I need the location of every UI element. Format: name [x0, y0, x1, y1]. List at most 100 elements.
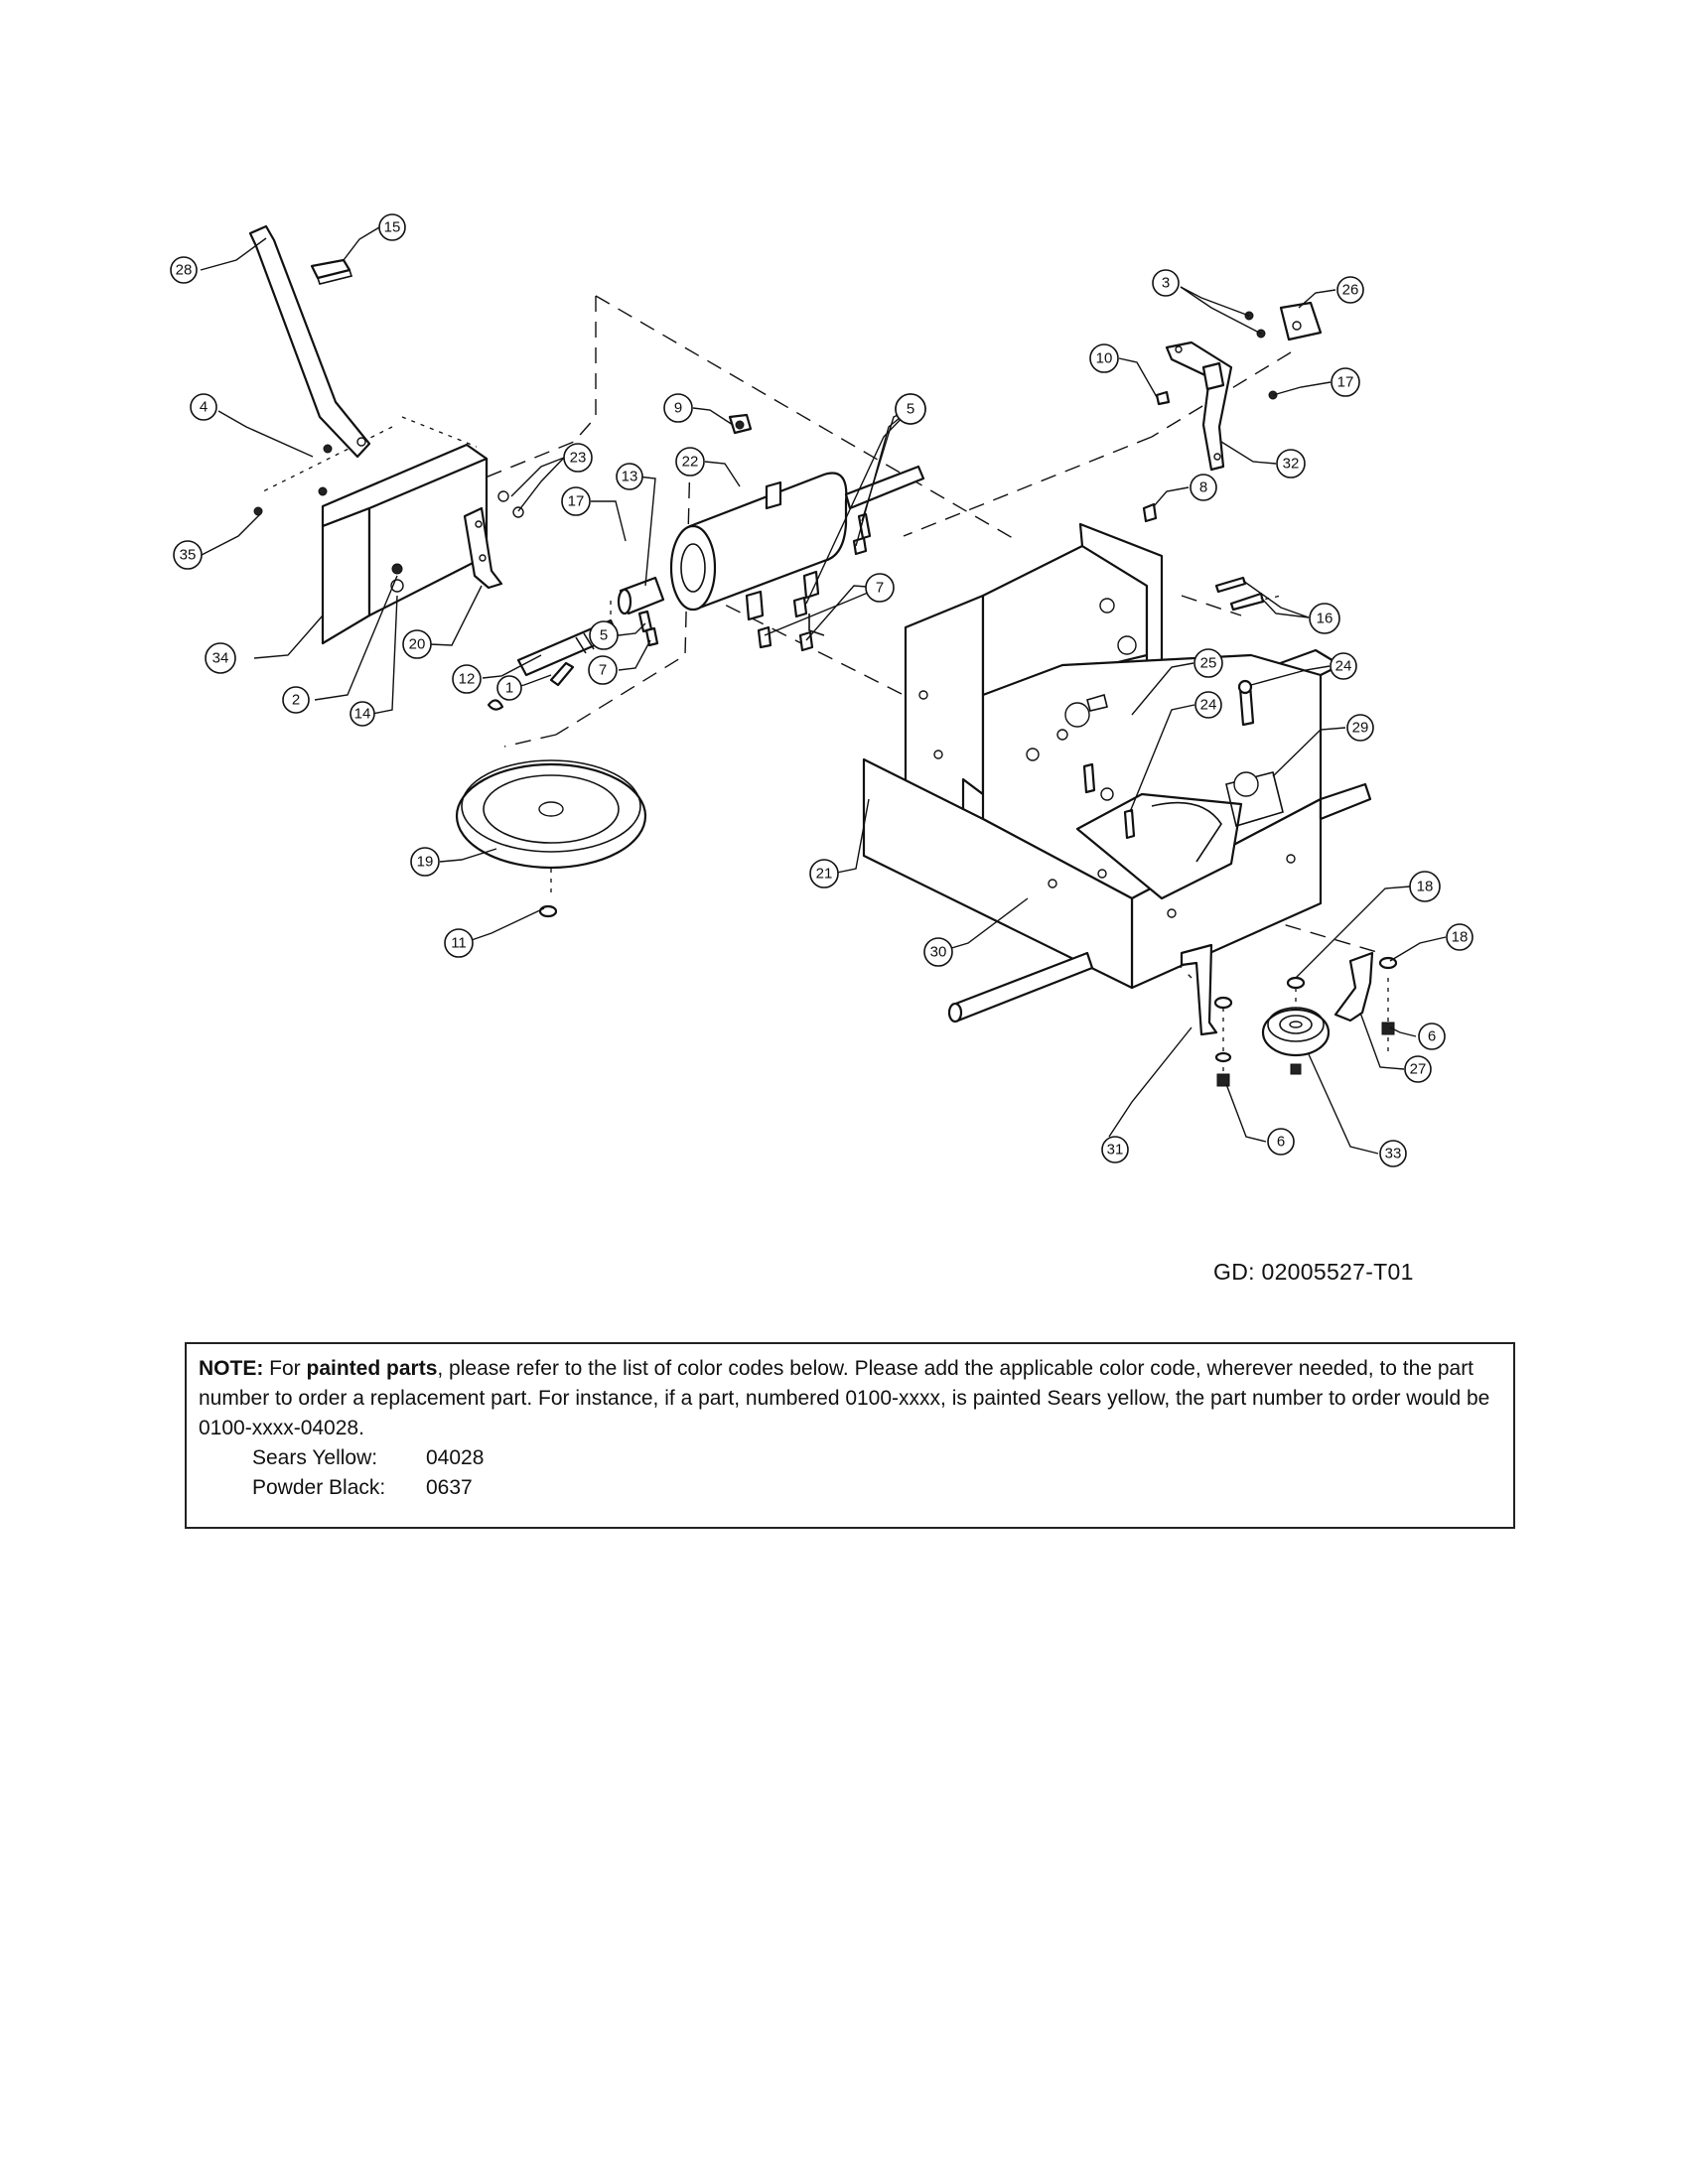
callout-35: 35: [173, 540, 203, 570]
callout-22: 22: [675, 447, 705, 477]
idler-bracket: [1279, 301, 1323, 341]
callout-2: 2: [282, 686, 310, 714]
note-bold-painted-parts: painted parts: [306, 1357, 438, 1380]
svg-text:7: 7: [599, 662, 607, 679]
svg-text:4: 4: [200, 399, 208, 416]
callout-11: 11: [444, 928, 474, 958]
callout-20: 20: [402, 629, 432, 659]
callout-6-a: 6: [1418, 1023, 1446, 1050]
svg-text:27: 27: [1410, 1061, 1427, 1078]
svg-text:24: 24: [1335, 658, 1352, 675]
svg-text:5: 5: [600, 627, 608, 644]
note-text-1: For: [269, 1357, 301, 1380]
motor: [669, 465, 925, 636]
callout-15: 15: [378, 213, 406, 241]
painted-parts-note: NOTE: For painted parts, please refer to…: [185, 1342, 1515, 1529]
note-text-2: , please refer to the list of color code…: [199, 1357, 1490, 1439]
color-name: Powder Black:: [252, 1476, 386, 1499]
svg-text:21: 21: [816, 866, 833, 883]
svg-text:6: 6: [1277, 1134, 1285, 1151]
callout-17-b: 17: [1331, 367, 1360, 397]
callout-33: 33: [1379, 1140, 1407, 1167]
exploded-parts-diagram: 1 2 3 4 5 5 5 6 6 7 7 8 8 9 10 11 12 13 …: [170, 213, 1474, 1167]
callout-28: 28: [170, 256, 198, 284]
svg-text:12: 12: [459, 671, 476, 688]
idler-pulley: [1261, 1007, 1331, 1075]
svg-text:19: 19: [417, 854, 434, 871]
callout-5-c: 5: [895, 393, 926, 425]
callout-24-b: 24: [1194, 691, 1222, 719]
svg-text:17: 17: [568, 493, 585, 510]
callout-32: 32: [1276, 449, 1306, 478]
svg-text:35: 35: [180, 547, 197, 564]
callout-6-b: 6: [1267, 1128, 1295, 1156]
svg-text:17: 17: [1337, 374, 1354, 391]
svg-text:23: 23: [570, 450, 587, 467]
color-name: Sears Yellow:: [252, 1446, 378, 1469]
washers-and-nuts-lower: [1213, 956, 1398, 1087]
svg-text:1: 1: [505, 680, 513, 697]
callout-21: 21: [809, 859, 839, 888]
callout-10: 10: [1089, 343, 1119, 373]
frame-bolts: [1082, 576, 1265, 840]
pedal-bracket-plate: [253, 443, 489, 645]
svg-text:30: 30: [930, 944, 947, 961]
callout-24-a: 24: [1330, 652, 1357, 680]
color-code: 04028: [426, 1446, 485, 1469]
callout-29: 29: [1346, 714, 1374, 742]
callout-31: 31: [1101, 1136, 1129, 1163]
shaft-key: [549, 661, 575, 687]
callout-23: 23: [563, 443, 593, 473]
color-code: 0637: [426, 1476, 473, 1499]
svg-text:7: 7: [876, 580, 884, 597]
pedal-arm: [248, 224, 371, 459]
callout-1: 1: [496, 675, 522, 701]
callout-27: 27: [1404, 1055, 1432, 1083]
callout-4: 4: [190, 393, 217, 421]
svg-text:31: 31: [1107, 1142, 1124, 1159]
svg-text:29: 29: [1352, 720, 1369, 737]
large-pulley: [455, 759, 647, 870]
note-label: NOTE:: [199, 1357, 264, 1380]
callout-7-b: 7: [865, 573, 895, 603]
main-frame: [862, 522, 1372, 1024]
small-hardware-upper-right: [1142, 311, 1278, 523]
color-code-row-sears-yellow: Sears Yellow: 04028: [199, 1443, 1501, 1473]
callout-19: 19: [410, 847, 440, 877]
svg-text:28: 28: [176, 262, 193, 279]
idler-arm: [1165, 341, 1233, 472]
callout-18-a: 18: [1409, 871, 1441, 902]
pedal-pad: [310, 258, 353, 285]
spring-bracket: [463, 490, 524, 590]
lower-right-bracket: [1333, 951, 1374, 1023]
svg-text:3: 3: [1162, 275, 1170, 292]
callout-7-a: 7: [588, 655, 618, 685]
color-code-row-powder-black: Powder Black: 0637: [199, 1473, 1501, 1503]
callout-17-a: 17: [561, 486, 591, 516]
callout-9: 9: [663, 393, 693, 423]
coupler: [617, 576, 665, 615]
svg-text:34: 34: [212, 650, 229, 667]
svg-text:25: 25: [1200, 655, 1217, 672]
callout-26: 26: [1336, 276, 1364, 304]
svg-text:24: 24: [1200, 697, 1217, 714]
svg-text:11: 11: [451, 935, 467, 952]
svg-text:6: 6: [1428, 1028, 1436, 1045]
svg-text:8: 8: [1199, 479, 1207, 496]
callout-25: 25: [1193, 648, 1223, 678]
pulley-washer: [538, 904, 558, 918]
callout-13: 13: [616, 463, 643, 490]
svg-text:15: 15: [384, 219, 401, 236]
svg-text:18: 18: [1452, 929, 1469, 946]
svg-text:18: 18: [1417, 879, 1434, 895]
svg-text:26: 26: [1342, 282, 1359, 299]
callout-34: 34: [205, 642, 236, 674]
svg-text:5: 5: [907, 401, 914, 418]
callout-12: 12: [452, 664, 482, 694]
document-id: GD: 02005527-T01: [1213, 1259, 1414, 1285]
svg-text:32: 32: [1283, 456, 1300, 473]
callout-3: 3: [1152, 269, 1180, 297]
svg-text:9: 9: [674, 400, 682, 417]
lower-left-bracket: [1180, 943, 1218, 1036]
callout-30: 30: [923, 937, 953, 967]
